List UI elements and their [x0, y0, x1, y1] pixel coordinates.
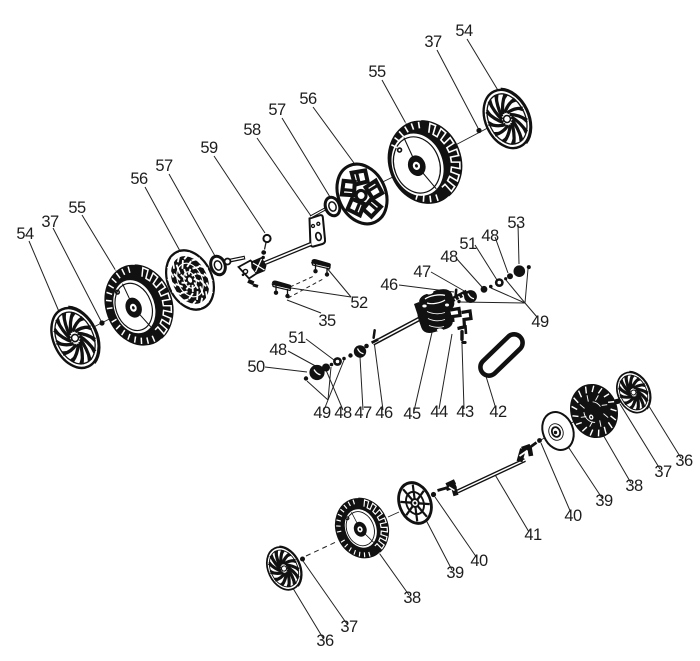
svg-text:56: 56: [299, 90, 317, 108]
svg-text:40: 40: [564, 507, 582, 525]
svg-text:55: 55: [68, 199, 86, 217]
svg-text:49: 49: [531, 313, 549, 331]
svg-text:47: 47: [413, 263, 431, 281]
svg-text:50: 50: [247, 358, 265, 376]
svg-text:56: 56: [130, 170, 148, 188]
svg-text:57: 57: [155, 157, 173, 175]
svg-text:43: 43: [456, 403, 474, 421]
svg-text:48: 48: [334, 404, 352, 422]
svg-text:35: 35: [318, 312, 336, 330]
svg-text:36: 36: [675, 452, 693, 470]
svg-text:37: 37: [340, 618, 358, 636]
svg-text:38: 38: [403, 589, 421, 607]
svg-text:46: 46: [375, 404, 393, 422]
svg-text:37: 37: [424, 33, 442, 51]
svg-text:51: 51: [288, 329, 306, 347]
svg-text:44: 44: [430, 403, 448, 421]
svg-text:52: 52: [350, 294, 368, 312]
svg-text:51: 51: [459, 235, 477, 253]
svg-text:37: 37: [654, 463, 672, 481]
svg-text:40: 40: [470, 552, 488, 570]
svg-text:48: 48: [440, 248, 458, 266]
svg-text:37: 37: [41, 213, 59, 231]
svg-text:54: 54: [455, 22, 473, 40]
svg-text:47: 47: [354, 404, 372, 422]
svg-text:57: 57: [268, 101, 286, 119]
svg-text:49: 49: [313, 404, 331, 422]
svg-text:39: 39: [595, 492, 613, 510]
svg-text:48: 48: [269, 341, 287, 359]
svg-text:41: 41: [524, 526, 542, 544]
svg-text:58: 58: [243, 121, 261, 139]
svg-text:42: 42: [489, 403, 507, 421]
svg-text:48: 48: [481, 227, 499, 245]
svg-text:46: 46: [380, 276, 398, 294]
svg-text:45: 45: [403, 405, 421, 423]
svg-text:59: 59: [200, 139, 218, 157]
svg-text:53: 53: [507, 214, 525, 232]
svg-text:55: 55: [368, 63, 386, 81]
svg-text:54: 54: [16, 225, 34, 243]
svg-text:39: 39: [446, 564, 464, 582]
svg-text:36: 36: [316, 632, 334, 650]
svg-text:38: 38: [625, 477, 643, 495]
